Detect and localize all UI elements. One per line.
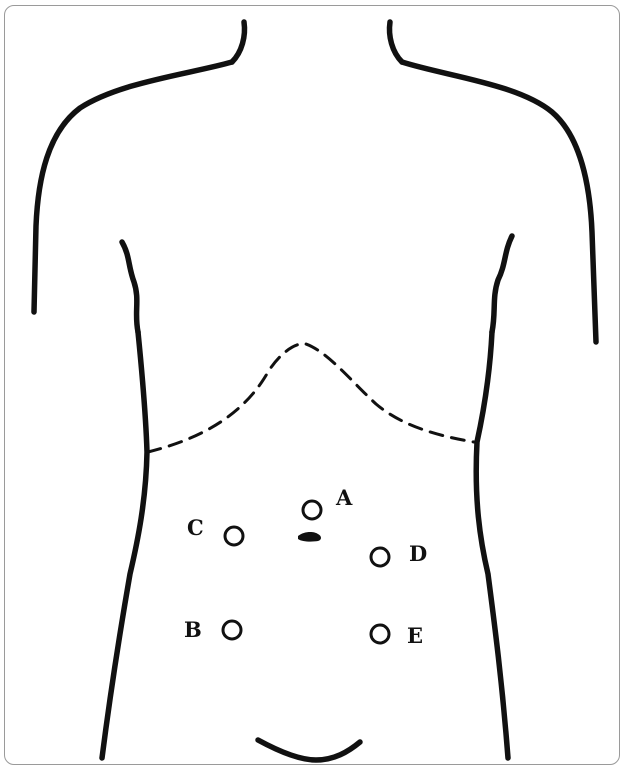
groin-curve xyxy=(258,740,360,760)
port-c-label: C xyxy=(187,515,204,540)
port-b-label: B xyxy=(184,617,202,642)
port-c-circle xyxy=(225,527,243,545)
left-neck-outline xyxy=(232,22,245,62)
port-e-circle xyxy=(371,625,389,643)
port-e-label: E xyxy=(407,623,423,648)
umbilicus xyxy=(298,532,321,542)
right-armpit-outline xyxy=(492,236,512,332)
right-neck-outline xyxy=(390,22,403,62)
port-d-label: D xyxy=(409,541,427,566)
port-d-circle xyxy=(371,548,389,566)
right-shoulder-outline xyxy=(402,62,596,342)
port-a-circle xyxy=(303,501,321,519)
costal-margin-dashed xyxy=(148,344,474,452)
port-a-label: A xyxy=(335,485,353,510)
left-flank-outline xyxy=(102,332,147,758)
right-flank-outline xyxy=(476,332,508,758)
left-armpit-outline xyxy=(122,242,138,332)
port-b-circle xyxy=(223,621,241,639)
